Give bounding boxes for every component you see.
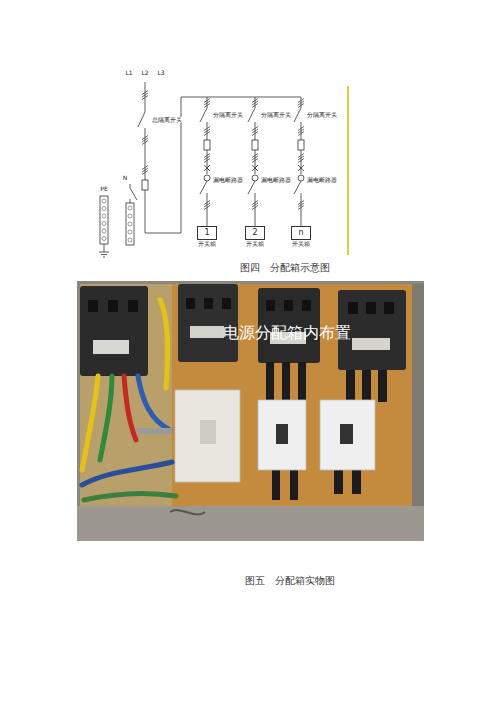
box-number: 1 [204,229,209,237]
photo-watermark: 电源分配箱内布置 [223,324,351,342]
distribution-box-photo [77,281,424,541]
schematic-label: 漏电断路器 [212,177,244,183]
switch-box: 1开关箱 [197,226,217,240]
schematic-label: N [122,175,129,182]
margin-line [347,86,349,255]
box-heading: 开关箱 [292,241,310,248]
schematic-label: PE [99,186,108,193]
schematic-label: L3 [157,70,164,77]
terminal-holes [102,199,132,242]
schematic-label: L1 [125,70,132,77]
schematic-label: 分隔离开关 [212,112,244,118]
switch-box: 2开关箱 [245,226,265,240]
schematic-label: 漏电断路器 [260,177,292,183]
box-number: 2 [252,229,257,237]
schematic-label: L2 [141,70,148,77]
switch-box: n开关箱 [291,226,311,240]
schematic-label: 总隔离开关 [151,117,183,123]
phase-ticks [142,91,304,210]
figure-caption: 图四 分配箱示意图 [240,262,330,273]
schematic-label: 分隔离开关 [260,112,292,118]
schematic-label: 分隔离开关 [306,112,338,118]
box-heading: 开关箱 [198,241,216,248]
schematic-label: 漏电断路器 [306,177,338,183]
box-number: n [298,229,303,237]
schematic-wiring [99,82,304,257]
figure-caption: 图五 分配箱实物图 [245,575,335,586]
box-heading: 开关箱 [246,241,264,248]
